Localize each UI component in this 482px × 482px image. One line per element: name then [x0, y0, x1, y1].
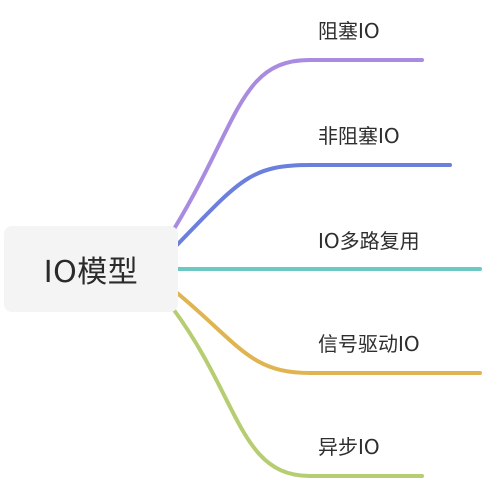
branch-node-async-io[interactable]: 异步IO [318, 435, 380, 459]
branch-label: IO多路复用 [318, 229, 420, 253]
root-node-label: IO模型 [43, 255, 139, 290]
branch-node-signal-driven-io[interactable]: 信号驱动IO [318, 332, 420, 356]
branch-label: 阻塞IO [318, 19, 380, 43]
root-node[interactable]: IO模型 [4, 226, 178, 312]
branch-node-blocking-io[interactable]: 阻塞IO [318, 19, 380, 43]
branch-label: 非阻塞IO [318, 124, 400, 148]
branch-label: 异步IO [318, 435, 380, 459]
branch-connector [172, 58, 424, 231]
branch-connector [174, 290, 482, 375]
branch-connector [172, 308, 424, 478]
branch-label: 信号驱动IO [318, 332, 420, 356]
branch-node-nonblocking-io[interactable]: 非阻塞IO [318, 124, 400, 148]
branch-connector [174, 163, 452, 248]
branch-node-io-multiplexing[interactable]: IO多路复用 [318, 229, 420, 253]
